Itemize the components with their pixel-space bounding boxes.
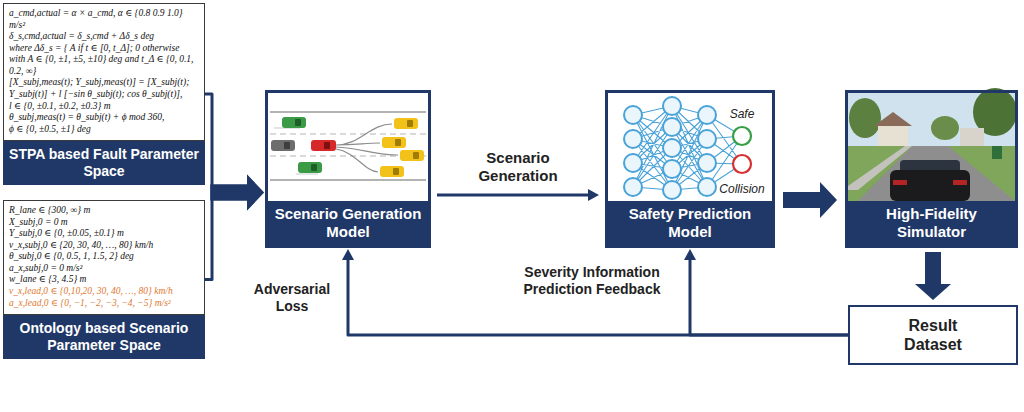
connector-line <box>348 258 848 335</box>
output-label: Collision <box>719 183 764 197</box>
car <box>311 140 336 151</box>
car <box>382 137 406 148</box>
car-window <box>413 152 419 159</box>
edge-label: Adversarial Loss <box>244 281 340 315</box>
connector-line <box>205 94 212 193</box>
formula-line: R_lane ∈ {300, ∞} m <box>9 205 199 217</box>
trash-bin <box>992 146 1002 159</box>
car-window <box>295 119 301 126</box>
car <box>394 118 418 129</box>
network-links <box>633 106 742 190</box>
fault-parameter-panel: a_cmd,actual = α × a_cmd, α ∈ {0.8 0.9 1… <box>3 3 205 185</box>
car <box>271 140 295 151</box>
car-window <box>324 142 330 149</box>
panel-label-bar: STPA based Fault Parameter Space <box>3 141 205 185</box>
connector <box>205 174 264 279</box>
edge-label: Severity Information Prediction Feedback <box>502 264 682 298</box>
arrow-head <box>684 249 696 260</box>
formula-line: l ∈ {0, ±0.1, ±0.2, ±0.3} m <box>9 101 199 113</box>
road-edge <box>270 111 426 113</box>
formula-line: θ_subj,0 ∈ {0, 0.5, 1, 1.5, 2} deg <box>9 251 199 263</box>
house-roof <box>874 112 912 126</box>
arrow-head <box>342 249 354 260</box>
formula-line: [X_subj,meas(t); Y_subj,meas(t)] = [X_su… <box>9 77 199 100</box>
box-title: Scenario Generation Model <box>274 205 422 241</box>
car-window <box>393 168 399 175</box>
formula-line: v_x,lead,0 ∈ {0,10,20, 30, 40, …, 80} km… <box>9 286 199 298</box>
picture-area <box>268 93 428 201</box>
tree <box>849 98 881 138</box>
simulator-illustration <box>848 88 1017 201</box>
dataset-box: Result Dataset <box>848 305 1018 365</box>
tail-light <box>953 180 967 185</box>
car <box>380 166 404 177</box>
panel-label: STPA based Fault Parameter Space <box>9 146 199 180</box>
formula-line: v_x,subj,0 ∈ {20, 30, 40, …, 80} km/h <box>9 240 199 252</box>
output-neuron <box>733 127 751 145</box>
car-window <box>284 142 290 149</box>
road <box>858 146 1015 201</box>
formula-line: with A ∈ {0, ±1, ±5, ±10} deg and t_Δ ∈ … <box>9 54 199 77</box>
formula-line: ϕ ∈ {0, ±0.5, ±1} deg <box>9 124 199 136</box>
block-arrow <box>211 174 265 210</box>
simulator-box: High-Fidelity Simulator <box>845 90 1018 248</box>
lane-line <box>270 133 426 134</box>
formula-area: R_lane ∈ {300, ∞} mX_subj,0 = 0 mY_subj,… <box>3 200 205 315</box>
connector <box>342 249 848 335</box>
connector <box>437 189 599 201</box>
connector-line <box>690 258 848 335</box>
car <box>400 150 424 161</box>
title-bar: High-Fidelity Simulator <box>848 201 1015 245</box>
traffic-illustration <box>270 112 426 180</box>
title-bar: Safety Prediction Model <box>608 201 772 245</box>
tree <box>931 116 959 140</box>
title-bar: Scenario Generation Model <box>268 201 428 245</box>
arrow-head <box>588 189 599 201</box>
tail-light <box>893 180 907 185</box>
connector <box>205 94 264 211</box>
house <box>878 124 908 146</box>
formula-line: where Δδ_s = { A if t ∈ [0, t_Δ]; 0 othe… <box>9 43 199 55</box>
panel-label-bar: Ontology based Scenario Parameter Space <box>3 315 205 359</box>
model-box: Scenario Generation Model <box>265 90 431 248</box>
formula-area: a_cmd,actual = α × a_cmd, α ∈ {0.8 0.9 1… <box>3 3 205 141</box>
block-arrow <box>783 182 837 218</box>
car-window <box>395 139 401 146</box>
grass <box>848 146 1015 201</box>
box-title: Result Dataset <box>883 316 983 354</box>
formula-line: a_x,subj,0 = 0 m/s² <box>9 263 199 275</box>
box-title: High-Fidelity Simulator <box>854 205 1009 241</box>
picture-area <box>848 93 1015 201</box>
box-title: Safety Prediction Model <box>614 205 766 241</box>
edge-label: Scenario Generation <box>457 149 579 185</box>
car <box>298 162 322 173</box>
house <box>960 128 984 146</box>
car-window <box>311 164 317 171</box>
formula-line: θ_subj,meas(t) = θ_subj(t) + ϕ mod 360, <box>9 112 199 124</box>
formula-line: a_x,lead,0 ∈ {0, −1, −2, −3, −4, −5} m/s… <box>9 298 199 310</box>
formula-line: δ_s,cmd,actual = δ_s,cmd + Δδ_s deg <box>9 31 199 43</box>
scenario-parameter-panel: R_lane ∈ {300, ∞} mX_subj,0 = 0 mY_subj,… <box>3 200 205 359</box>
output-neuron <box>733 155 751 173</box>
car <box>282 117 306 128</box>
output-label: Safe <box>730 108 755 122</box>
car-body <box>890 170 970 201</box>
connector <box>684 249 848 335</box>
panel-label: Ontology based Scenario Parameter Space <box>9 320 199 354</box>
block-arrow <box>211 174 265 210</box>
formula-line: Y_subj,0 ∈ {0, ±0.05, ±0.1} m <box>9 228 199 240</box>
connector <box>915 252 951 300</box>
formula-line: X_subj,0 = 0 m <box>9 217 199 229</box>
connector-line <box>437 194 589 197</box>
connector <box>783 182 837 218</box>
car-window <box>407 120 413 127</box>
road-edge <box>270 179 426 181</box>
block-arrow <box>915 252 951 300</box>
formula-line: a_cmd,actual = α × a_cmd, α ∈ {0.8 0.9 1… <box>9 8 199 31</box>
connector-line <box>205 192 212 279</box>
network-neurons <box>624 97 716 199</box>
formula-line: w_lane ∈ {3, 4.5} m <box>9 274 199 286</box>
